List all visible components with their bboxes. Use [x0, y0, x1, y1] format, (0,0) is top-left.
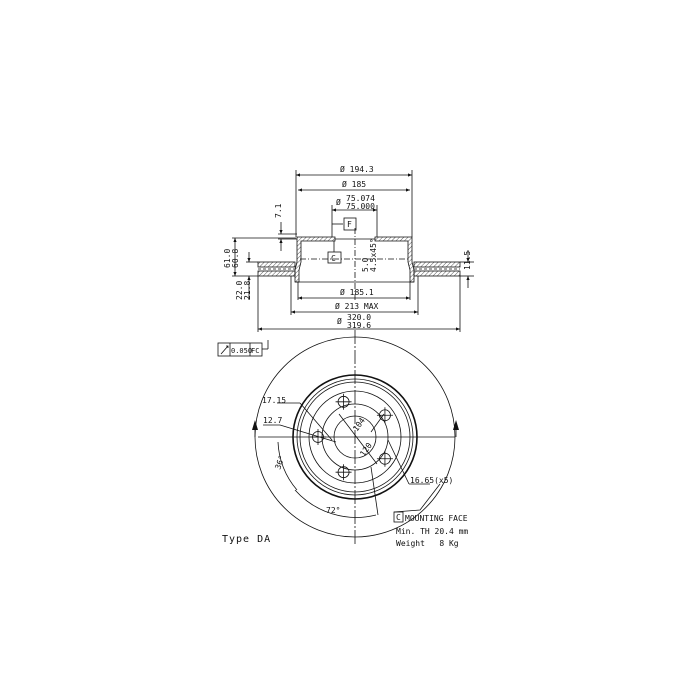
section-arrow-left-icon	[252, 420, 258, 430]
disc-flange-right-lower	[413, 270, 461, 277]
angle-36: 36°	[273, 454, 286, 471]
section-view: Ø 194.3 Ø 185 Ø 75.074 75.000 F C 5.0 4.…	[223, 164, 474, 332]
hat-section-left	[294, 236, 336, 283]
dim-60-8: 60.8	[231, 249, 240, 268]
mounting-datum: C	[396, 513, 401, 522]
dim-320-symbol: Ø	[337, 316, 342, 326]
dim-194-3: Ø 194.3	[340, 164, 374, 174]
angle-arc-36	[277, 441, 298, 491]
section-arrow-right-icon	[453, 420, 459, 430]
disc-flange-left	[257, 261, 296, 268]
chamfer-1: 5.0	[361, 257, 370, 272]
dim-75-max: 75.074	[346, 194, 375, 203]
datum-f-box	[343, 217, 357, 231]
dim-61-0: 61.0	[223, 249, 232, 268]
dim-75-min: 75.000	[346, 202, 375, 211]
datum-f: F	[347, 220, 352, 229]
mounting-datum-box	[393, 511, 404, 523]
front-view: 17.15 12.7 104 120 36° 72° 16.65(x5)	[252, 330, 459, 545]
tolerance-datums: FC	[251, 347, 259, 355]
mounting-face-leader	[393, 483, 441, 513]
dim-11-5: 11.5	[463, 251, 472, 270]
dim-185-1: Ø 185.1	[340, 287, 374, 297]
dim-213-max: Ø 213 MAX	[335, 301, 379, 311]
dim-75-symbol: Ø	[336, 197, 341, 207]
datum-c-box	[327, 251, 342, 264]
min-thickness: Min. TH 20.4 mm	[396, 527, 468, 536]
dim-12-7: 12.7	[263, 416, 282, 425]
dim-320-max: 320.0	[347, 313, 371, 322]
dim-21-8: 21.8	[243, 281, 252, 300]
mounting-face-label: MOUNTING FACE	[405, 514, 468, 523]
weight: Weight 8 Kg	[396, 539, 459, 548]
notes: Type DA C MOUNTING FACE Min. TH 20.4 mm …	[222, 511, 468, 548]
type-label: Type DA	[222, 534, 271, 545]
disc-flange-left-lower	[257, 270, 296, 277]
angle-72: 72°	[326, 506, 340, 515]
bolt-holes	[310, 393, 393, 481]
runout-tolerance-frame: 0.050 FC	[217, 340, 269, 357]
hat-section-right	[374, 236, 415, 283]
disc-flange-right	[413, 261, 461, 268]
dim-7-1: 7.1	[274, 203, 283, 218]
dim-22-0: 22.0	[235, 281, 244, 300]
runout-icon	[220, 345, 229, 355]
datum-c: C	[331, 254, 336, 263]
tolerance-value: 0.050	[231, 347, 252, 355]
dim-185: Ø 185	[342, 179, 366, 189]
chamfer-2: 4.5x45°	[369, 238, 378, 272]
dim-17-15: 17.15	[262, 396, 286, 405]
holes-spec: 16.65(x5)	[410, 476, 453, 485]
dim-320-min: 319.6	[347, 321, 371, 330]
angle-arc-72	[294, 489, 377, 518]
